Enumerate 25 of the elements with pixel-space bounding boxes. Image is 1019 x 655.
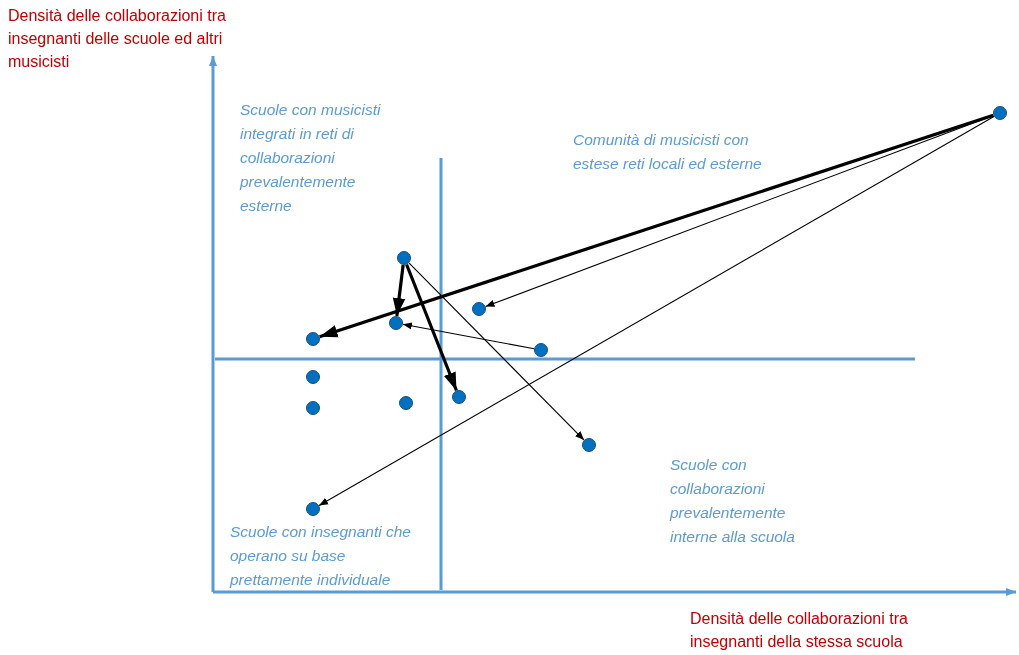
- arrow: [402, 322, 535, 350]
- data-point: [534, 343, 548, 357]
- quadrant-label: Scuole con musicisti integrati in reti di collaborazioni prevalentemente esterne: [240, 100, 382, 216]
- data-point: [472, 302, 486, 316]
- arrow: [485, 114, 994, 308]
- data-point: [306, 502, 320, 516]
- axis-title: Densità delle collaborazioni tra insegnanti delle scuole ed altri musicisti: [8, 6, 227, 72]
- data-point: [582, 438, 596, 452]
- data-point: [993, 106, 1007, 120]
- arrow: [318, 115, 995, 507]
- data-point: [306, 332, 320, 346]
- data-point: [452, 390, 466, 404]
- data-point: [389, 316, 403, 330]
- arrow: [392, 264, 406, 317]
- quadrant-label: Scuole con collaborazioni prevalentemente interne alla scuola: [670, 455, 796, 547]
- data-point: [399, 396, 413, 410]
- arrow: [405, 263, 458, 392]
- arrow: [408, 262, 585, 441]
- data-point: [306, 401, 320, 415]
- data-point: [397, 251, 411, 265]
- axis-title: Densità delle collaborazioni tra insegnanti della stessa scuola: [690, 609, 909, 652]
- quadrant-label: Scuole con insegnanti che operano su base prettamente individuale: [230, 522, 412, 590]
- arrow: [319, 113, 994, 339]
- data-point: [306, 370, 320, 384]
- quadrant-label: Comunità di musicisti con estese reti locali ed esterne: [573, 130, 763, 174]
